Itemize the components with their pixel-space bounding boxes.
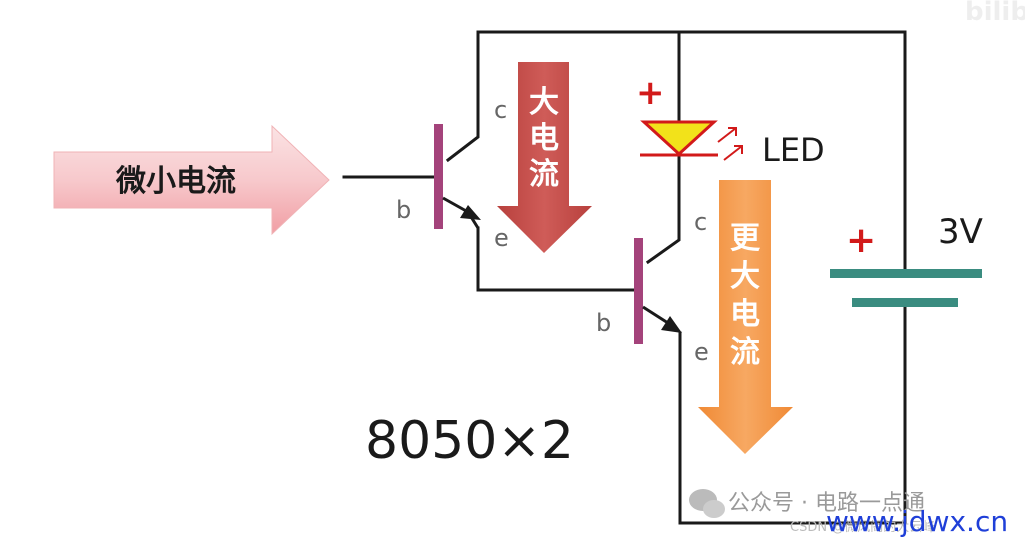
led-label: LED: [762, 131, 825, 169]
q1-b-label: b: [396, 196, 411, 224]
q2-c-label: c: [694, 208, 707, 236]
led-plus-sign: +: [636, 73, 665, 113]
q1-emitter-arrow-icon: [460, 205, 481, 220]
battery-plus-sign: +: [846, 220, 876, 261]
q2-base-bar: [634, 238, 643, 344]
input-arrow-shape: [53, 124, 330, 236]
wechat-watermark: 公众号 · 电路一点通: [728, 491, 925, 516]
battery-voltage: 3V: [938, 212, 983, 252]
q1-emitter-wire: [476, 226, 638, 292]
big-current-arrow: 大电流: [497, 62, 592, 253]
q1-base-bar: [434, 124, 443, 229]
caption-8050x2: 8050×2: [365, 411, 574, 471]
led-triangle-icon: [640, 120, 718, 157]
battery: + 3V: [830, 212, 983, 307]
bigger-current-arrow-shape: [698, 180, 793, 454]
q2-b-label: b: [596, 309, 611, 337]
q2-collector-wire: [645, 30, 681, 265]
q1-emitter-stub: [466, 211, 480, 229]
watermarks: bilibili 公众号 · 电路一点通 CSDN @微风阁的大云峰 www.j…: [689, 0, 1025, 538]
q2-e-label: e: [694, 338, 709, 366]
wires: [342, 30, 907, 525]
led: + LED: [636, 73, 825, 169]
led-light-arrows-icon: [717, 127, 743, 161]
q1-emitter-lead: [442, 196, 469, 214]
bigger-current-label: 更大电流: [730, 221, 761, 370]
q1-e-label: e: [494, 224, 509, 252]
big-current-label: 大电流: [529, 85, 559, 192]
big-current-arrow-shape: [497, 62, 592, 253]
battery-long-plate: [830, 269, 982, 278]
wechat-icon: [689, 489, 725, 518]
bigger-current-arrow: 更大电流: [698, 180, 793, 454]
site-watermark: www.jdwx.cn: [826, 505, 1008, 538]
q2-emitter-arrow-icon: [661, 316, 682, 333]
transistor-q2: c b e: [596, 208, 709, 366]
transistor-q1: c b e: [396, 96, 509, 252]
input-arrow-label: 微小电流: [115, 164, 236, 199]
input-current-arrow: 微小电流: [53, 124, 330, 236]
q1-c-label: c: [494, 96, 507, 124]
q2-emitter-lead: [642, 305, 669, 325]
top-rail-wire: [445, 30, 907, 272]
bili-watermark: bilibili: [965, 0, 1025, 27]
battery-short-plate: [852, 298, 958, 307]
csdn-watermark: CSDN @微风阁的大云峰: [790, 519, 935, 535]
q2-emitter-wire: [678, 300, 907, 525]
